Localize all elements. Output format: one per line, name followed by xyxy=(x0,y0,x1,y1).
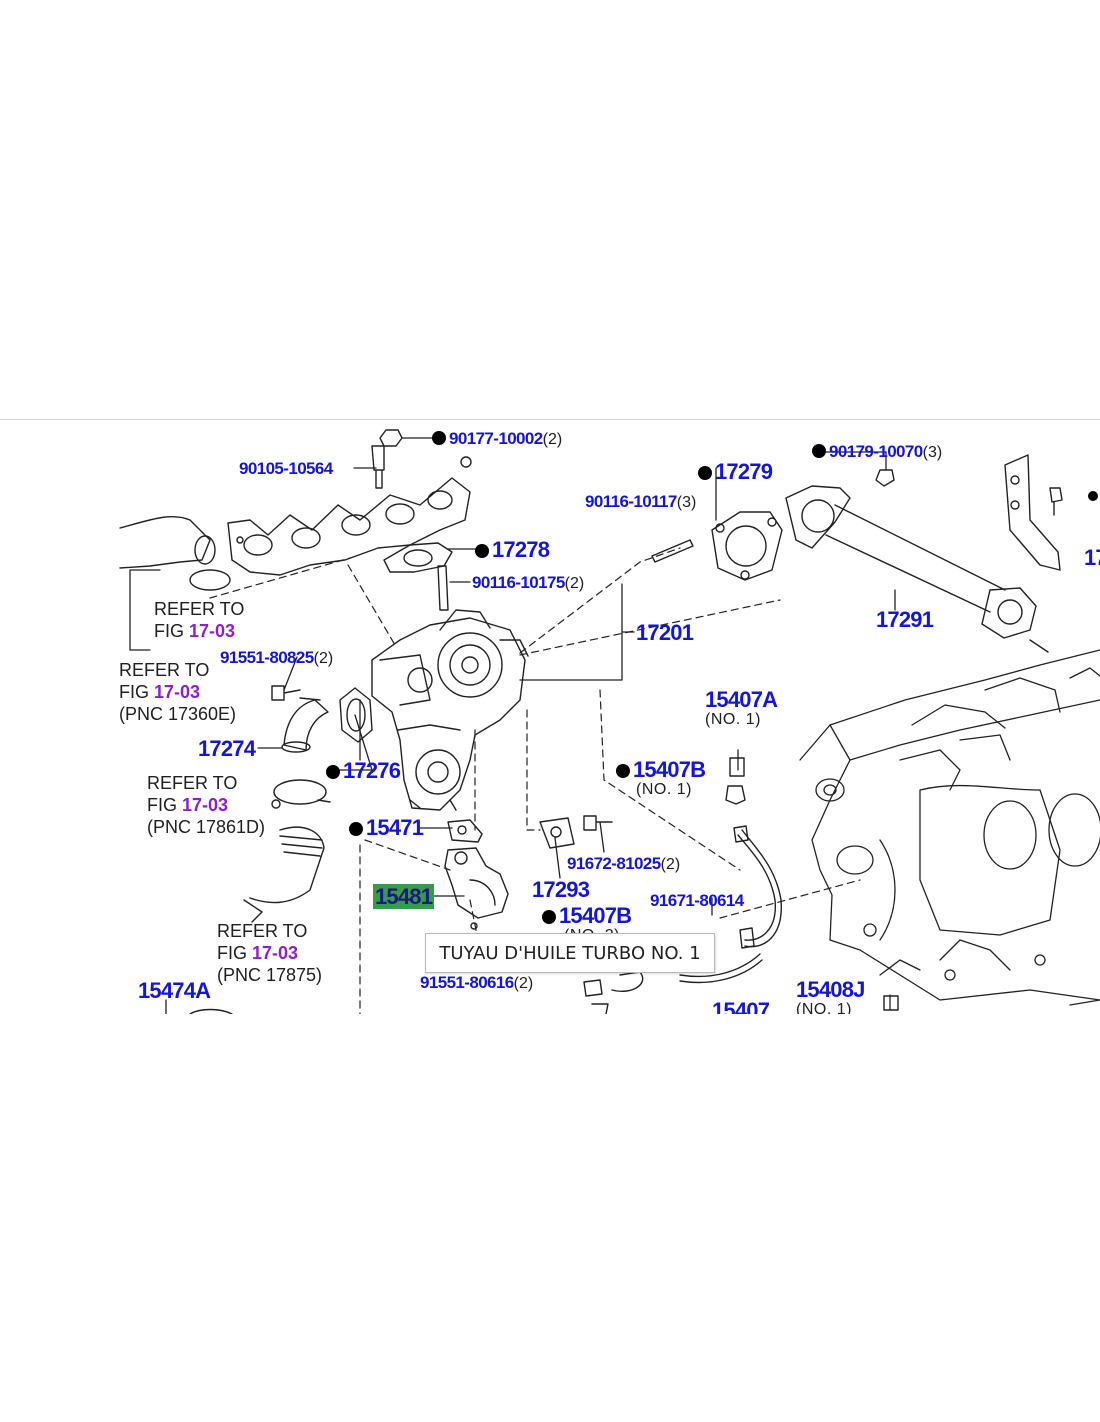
intake-pipe-left xyxy=(119,516,231,591)
gasket-15471 xyxy=(447,819,483,843)
exhaust-pipe-17291 xyxy=(785,485,1037,639)
part-label-90177-10002[interactable]: 90177-10002(2) xyxy=(432,430,562,448)
part-label-15471[interactable]: 15471 xyxy=(349,817,424,839)
part-label-partial-9[interactable]: 9 xyxy=(1088,486,1100,503)
gasket-17279 xyxy=(711,511,783,581)
fig-link[interactable]: 17-03 xyxy=(189,621,236,641)
diagram-drawing xyxy=(119,429,1100,1014)
part-label-90105-10564[interactable]: 90105-10564 xyxy=(239,459,333,478)
bracket-17293 xyxy=(539,817,575,849)
part-label-15481-highlighted[interactable]: 15481 xyxy=(373,884,435,909)
cover-15481 xyxy=(444,847,509,930)
new-part-dot xyxy=(326,765,340,779)
bracket xyxy=(1004,454,1061,571)
new-part-dot xyxy=(616,764,630,778)
refer-to-note-3[interactable]: REFER TO FIG 17-03 (PNC 17861D) xyxy=(147,773,266,837)
fig-link[interactable]: 17-03 xyxy=(154,682,201,702)
part-label-90116-10175[interactable]: 90116-10175(2) xyxy=(472,573,585,592)
top-divider xyxy=(0,419,1100,420)
hose xyxy=(243,826,325,923)
part-label-91671-80614[interactable]: 91671-80614 xyxy=(650,891,744,910)
refer-to-note-4[interactable]: REFER TO FIG 17-03 (PNC 17875) xyxy=(217,921,323,985)
dashed-lines xyxy=(209,547,861,1014)
turbocharger-17201 xyxy=(371,609,529,811)
part-label-91672-81025[interactable]: 91672-81025(2) xyxy=(567,854,681,873)
part-label-15408J[interactable]: 15408J xyxy=(796,977,865,1002)
part-label-91551-80825[interactable]: 91551-80825(2) xyxy=(220,648,334,667)
sub-label-no1: (NO. 1) xyxy=(636,781,692,798)
fig-link[interactable]: 17-03 xyxy=(252,943,299,963)
bolts xyxy=(271,429,1063,1011)
new-part-dot xyxy=(812,444,826,458)
part-label-91551-80616[interactable]: 91551-80616(2) xyxy=(420,973,534,992)
part-label-17274[interactable]: 17274 xyxy=(198,736,256,761)
oil-pipe xyxy=(583,785,782,997)
new-part-dot xyxy=(432,431,446,445)
part-tooltip: TUYAU D'HUILE TURBO NO. 1 xyxy=(425,933,715,973)
partial-shapes xyxy=(189,1003,609,1014)
part-label-15474A[interactable]: 15474A xyxy=(138,978,211,1003)
sub-label-no1: (NO. 1) xyxy=(705,711,761,728)
fig-link[interactable]: 17-03 xyxy=(182,795,229,815)
part-label-partial-17[interactable]: 17 xyxy=(1084,545,1100,570)
part-label-17276[interactable]: 17276 xyxy=(326,760,401,782)
refer-to-note-1[interactable]: REFER TO FIG 17-03 xyxy=(154,599,245,641)
part-label-90179-10070[interactable]: 90179-10070(3) xyxy=(812,443,942,461)
gasket-17276 xyxy=(339,687,373,743)
new-part-dot xyxy=(475,544,489,558)
refer-to-note-2[interactable]: REFER TO FIG 17-03 (PNC 17360E) xyxy=(119,660,237,724)
part-label-15407[interactable]: 15407 xyxy=(712,1000,770,1014)
new-part-dot xyxy=(1088,491,1098,501)
part-label-15407B[interactable]: 15407B xyxy=(616,759,706,781)
gasket-17278 xyxy=(383,542,453,573)
part-label-15407A[interactable]: 15407A xyxy=(705,687,778,712)
part-label-17293[interactable]: 17293 xyxy=(532,877,590,902)
sub-label-no1: (NO. 1) xyxy=(796,1002,852,1014)
elbow-17274 xyxy=(281,697,329,753)
part-label-17278[interactable]: 17278 xyxy=(475,539,550,561)
part-label-90116-10117[interactable]: 90116-10117(3) xyxy=(585,492,697,511)
new-part-dot xyxy=(349,822,363,836)
engine-block xyxy=(799,649,1100,1006)
new-part-dot xyxy=(698,466,712,480)
part-label-17279[interactable]: 17279 xyxy=(698,461,773,483)
clamp xyxy=(271,779,331,809)
new-part-dot xyxy=(542,910,556,924)
part-label-17291[interactable]: 17291 xyxy=(876,607,934,632)
leader-lines xyxy=(129,437,896,1014)
part-label-15407B-2[interactable]: 15407B xyxy=(542,905,632,927)
manifold-gasket xyxy=(227,456,472,576)
part-label-17201[interactable]: 17201 xyxy=(636,620,694,645)
